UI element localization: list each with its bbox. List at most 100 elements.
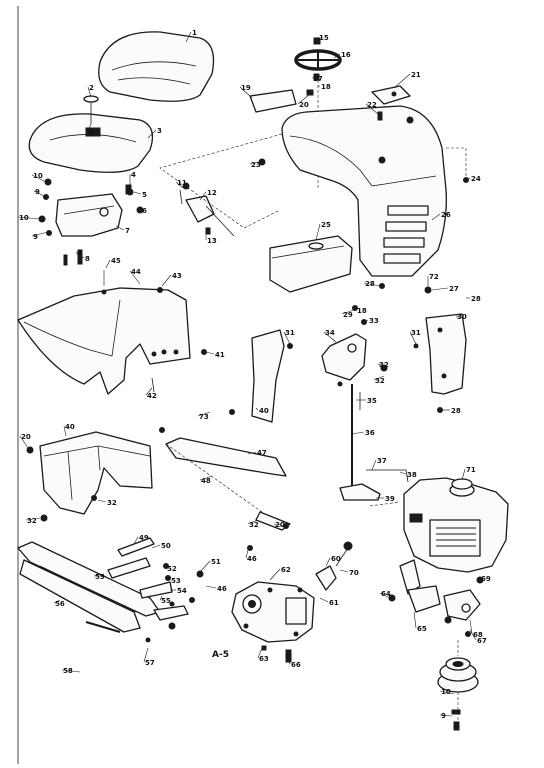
- dash-plate: [249, 89, 297, 113]
- pedal-links: [85, 537, 253, 643]
- callout-number: 32: [379, 361, 389, 369]
- callout-number: 3: [157, 127, 162, 135]
- callout-leader: [377, 363, 387, 369]
- callout-leader: [325, 557, 331, 567]
- callout-number: 4: [131, 171, 136, 179]
- callout-number: 49: [139, 534, 149, 542]
- callout-number: 36: [365, 429, 375, 437]
- callout-leader: [87, 86, 92, 98]
- callout-number: 43: [172, 272, 182, 280]
- callout-number: 66: [291, 661, 301, 669]
- callout-number: 46: [247, 555, 257, 563]
- callout-leader: [93, 573, 105, 577]
- callout-leader: [185, 31, 192, 43]
- callout-number: 61: [329, 599, 339, 607]
- callout-number: 46: [217, 585, 227, 593]
- callout-number: 16: [341, 51, 351, 59]
- callout-number: 65: [417, 625, 427, 633]
- callout-number: 19: [241, 84, 251, 92]
- seat-pan: [28, 113, 154, 173]
- callout-leader: [469, 619, 473, 635]
- callout-number: 7: [125, 227, 130, 235]
- callout-number: 29: [343, 311, 353, 319]
- callout-number: 45: [111, 257, 121, 265]
- callout-leader: [273, 523, 287, 527]
- pivot-bracket: [321, 319, 388, 387]
- callout-number: 62: [281, 566, 291, 574]
- callout-number: 22: [367, 101, 377, 109]
- callout-number: 28: [365, 280, 375, 288]
- callout-number: 73: [199, 413, 209, 421]
- callout-number: 31: [411, 329, 421, 337]
- callout-number: 48: [201, 477, 211, 485]
- callout-leader: [25, 517, 41, 521]
- hood: [281, 105, 447, 277]
- callout-leader: [133, 191, 142, 195]
- callout-number: 28: [451, 407, 461, 415]
- callout-number: 6: [142, 207, 147, 215]
- callout-number: 64: [381, 590, 391, 598]
- seat-adjust-assembly: [179, 182, 235, 237]
- callout-number: 33: [369, 317, 379, 325]
- callout-leader: [115, 225, 125, 231]
- callout-leader: [63, 425, 67, 437]
- callout-leader: [363, 319, 369, 323]
- callout-number: 67: [477, 637, 487, 645]
- rear-fender: [17, 270, 207, 395]
- callout-number: 54: [177, 587, 187, 595]
- callout-number: 37: [377, 457, 387, 465]
- callout-number: 9: [441, 712, 446, 720]
- callout-leader: [97, 499, 107, 503]
- callout-leader: [159, 595, 163, 601]
- callout-leader: [413, 611, 417, 629]
- callout-leader: [165, 577, 171, 581]
- callout-leader: [75, 251, 81, 259]
- callout-leader: [257, 647, 263, 659]
- callout-number: 47: [257, 449, 267, 457]
- hood-bracket: [371, 85, 411, 121]
- callout-number: 31: [285, 329, 295, 337]
- callout-number: 21: [411, 71, 421, 79]
- callout-leader: [199, 475, 213, 481]
- drive-pulley: [437, 640, 479, 731]
- callout-leader: [351, 307, 357, 311]
- callout-leader: [363, 282, 381, 287]
- callout-number: 40: [259, 407, 269, 415]
- steering-wheel: [294, 37, 342, 190]
- callout-leader: [239, 86, 253, 99]
- callout-leader: [431, 213, 441, 221]
- callout-leader: [431, 287, 449, 291]
- callout-number: 5: [142, 191, 147, 199]
- callout-leader: [247, 519, 259, 525]
- mount-plate: [413, 313, 467, 413]
- callout-number: 15: [319, 34, 329, 42]
- callout-leader: [315, 223, 321, 241]
- callout-leader: [477, 577, 481, 581]
- callout-leader: [205, 351, 215, 355]
- callout-number: 44: [131, 268, 141, 276]
- callout-leader: [409, 331, 417, 345]
- callout-leader: [341, 309, 355, 315]
- callout-number: 59: [95, 573, 105, 581]
- callout-number: 69: [481, 575, 491, 583]
- callout-number: 9: [35, 188, 40, 196]
- callout-number: 20: [21, 433, 31, 441]
- fuel-tank: [269, 235, 353, 293]
- callout-leader: [379, 592, 391, 599]
- callout-leader: [151, 544, 161, 549]
- hood-guide-line: [159, 133, 283, 229]
- callout-number: 50: [161, 542, 171, 550]
- callout-leader: [319, 597, 329, 603]
- callout-leader: [145, 387, 153, 396]
- callout-number: 68: [473, 631, 483, 639]
- callout-number: 70: [349, 569, 359, 577]
- callout-number: 35: [367, 397, 377, 405]
- lift-rod: [339, 384, 409, 507]
- callout-leader: [455, 315, 463, 319]
- hood-guide-line-right: [446, 147, 467, 176]
- callout-number: 24: [471, 175, 481, 183]
- callout-number: 32: [249, 521, 259, 529]
- callout-leader: [297, 93, 311, 105]
